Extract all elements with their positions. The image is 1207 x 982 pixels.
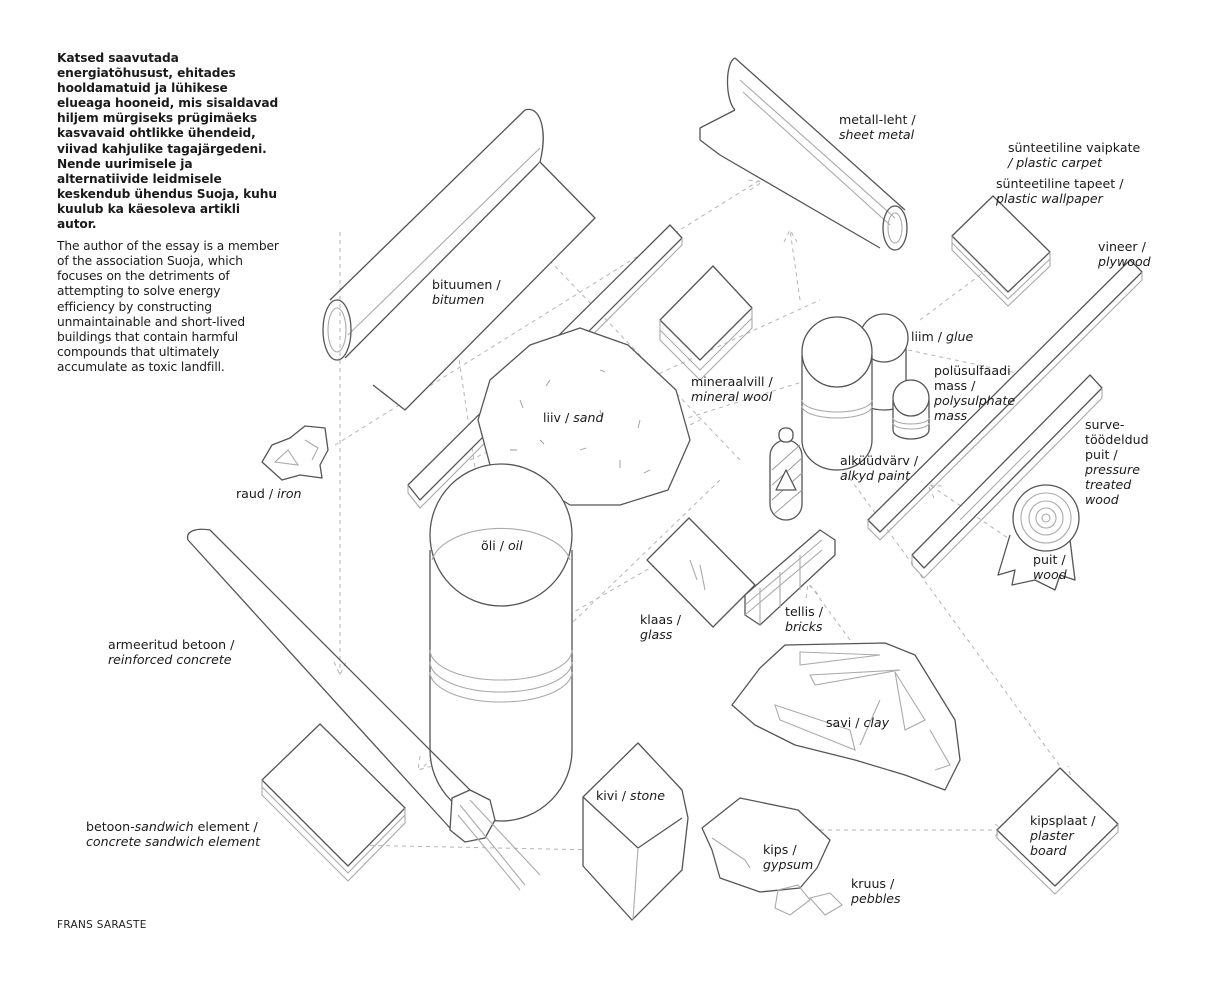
label-wood: puit / wood (1033, 552, 1067, 582)
label-bitumen: bituumen / bitumen (432, 277, 501, 307)
label-pressure-treated-wood: surve- töödeldud puit / pressure treated… (1085, 417, 1149, 507)
label-reinforced-concrete: armeeritud betoon / reinforced concrete (108, 637, 235, 667)
plaster-board-drawing (996, 767, 1119, 895)
label-plastic-wallpaper: sünteetiline tapeet / plastic wallpaper (996, 176, 1124, 206)
sheet-metal-roll-drawing (699, 57, 908, 251)
intro-english: The author of the essay is a member of t… (57, 239, 279, 374)
label-bricks: tellis / bricks (785, 604, 823, 634)
label-clay: savi / clay (826, 715, 890, 730)
label-pebbles: kruus / pebbles (851, 876, 901, 906)
label-sand: liiv / sand (543, 410, 604, 425)
label-mineral-wool: mineraalvill / mineral wool (691, 374, 773, 404)
label-plywood: vineer / plywood (1098, 239, 1151, 269)
plywood-board-drawing (867, 259, 1143, 541)
label-alkyd-paint: alküüdvärv / alkyd paint (840, 453, 919, 483)
gypsum-drawing (701, 797, 831, 893)
plastic-wallpaper-drawing (951, 195, 1051, 307)
label-concrete-sandwich-element: betoon-sandwich element / concrete sandw… (86, 819, 261, 849)
author-credit: FRANS SARASTE (57, 919, 147, 931)
intro-text: Katsed saavutada energiatõhusust, ehitad… (57, 51, 279, 375)
bricks-drawing (744, 529, 836, 626)
label-glass: klaas / glass (640, 612, 682, 642)
iron-drawing (261, 425, 329, 481)
label-plaster-board: kipsplaat / plaster board (1030, 813, 1096, 858)
label-glue: liim / glue (911, 329, 974, 344)
sand-pile-drawing (477, 327, 691, 506)
stone-drawing (582, 742, 689, 921)
wood-log-drawing (997, 484, 1080, 591)
reinforced-concrete-drawing (186, 528, 541, 891)
label-oil: õli / oil (481, 538, 523, 553)
oil-tank-drawing (429, 463, 573, 822)
label-iron: raud / iron (236, 486, 302, 501)
glue-cans-drawing (801, 313, 930, 471)
pressure-treated-wood-drawing (911, 374, 1103, 579)
label-stone: kivi / stone (596, 788, 665, 803)
pebbles-drawing (774, 884, 843, 916)
alkyd-paint-bottle-drawing (769, 427, 803, 521)
concrete-sandwich-drawing (261, 723, 406, 882)
mineral-wool-drawing (659, 265, 753, 381)
glass-drawing (646, 517, 756, 628)
intro-estonian: Katsed saavutada energiatõhusust, ehitad… (57, 51, 279, 232)
label-plastic-carpet: sünteetiline vaipkate / plastic carpet (1008, 140, 1141, 170)
bitumen-roll-drawing (322, 108, 596, 411)
label-gypsum: kips / gypsum (763, 842, 814, 872)
label-sheet-metal: metall-leht / sheet metal (839, 112, 916, 142)
clay-drawing (731, 642, 961, 791)
label-polysulphate-mass: polüsulfaadi mass / polysulphate mass (934, 363, 1016, 423)
